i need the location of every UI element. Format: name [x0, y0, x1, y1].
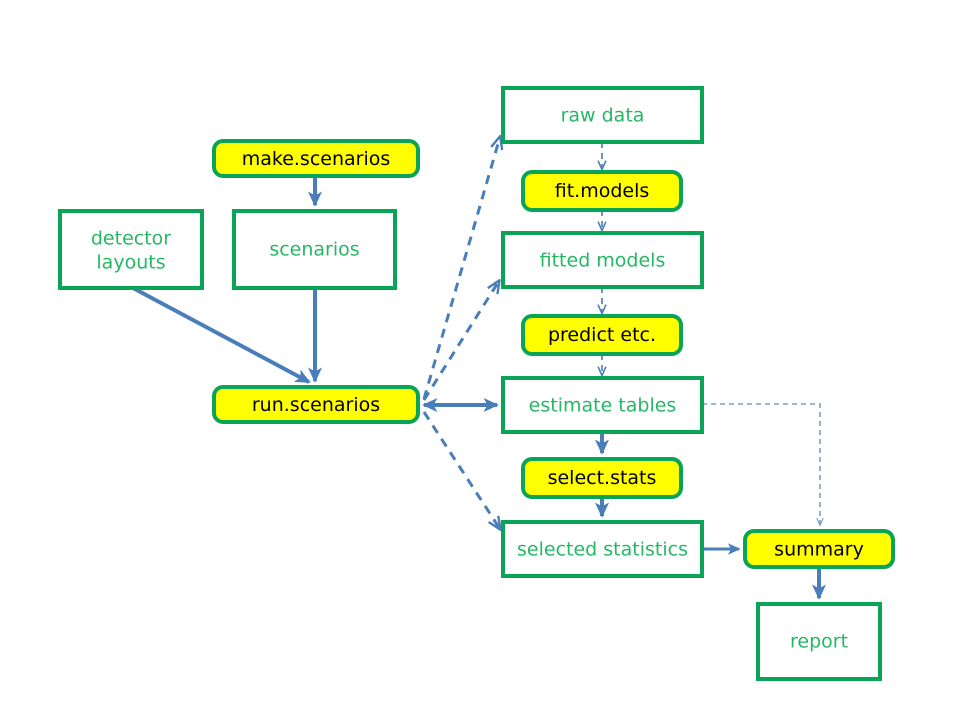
- node-make-scenarios[interactable]: make.scenarios: [212, 139, 420, 178]
- node-detector-layouts-label-line1: detector: [91, 228, 171, 250]
- node-estimate-tables[interactable]: estimate tables: [501, 376, 704, 434]
- edge-run-scenarios-to-selected-statistics: [422, 411, 500, 529]
- node-summary-label: summary: [774, 539, 864, 561]
- node-report[interactable]: report: [756, 602, 882, 681]
- node-select-stats-label: select.stats: [548, 467, 657, 489]
- node-fit-models-label: fit.models: [555, 180, 650, 202]
- edge-run-scenarios-to-fitted-models: [422, 281, 499, 401]
- edge-detector-layouts-to-run-scenarios: [132, 286, 311, 384]
- node-fitted-models-label: fitted models: [540, 250, 666, 272]
- edge-layer: raw data (dashed) --> fitted models (das…: [132, 137, 827, 600]
- node-fitted-models[interactable]: fitted models: [501, 231, 704, 289]
- node-detector-layouts[interactable]: detector layouts: [58, 209, 204, 290]
- node-scenarios[interactable]: scenarios: [232, 209, 397, 290]
- node-make-scenarios-label: make.scenarios: [242, 148, 391, 170]
- node-predict-etc[interactable]: predict etc.: [521, 314, 683, 356]
- node-predict-etc-label: predict etc.: [548, 324, 656, 346]
- node-detector-layouts-label-line2: layouts: [96, 252, 165, 274]
- node-selected-statistics-label: selected statistics: [517, 539, 688, 561]
- node-estimate-tables-label: estimate tables: [529, 395, 677, 417]
- node-selected-statistics[interactable]: selected statistics: [501, 520, 704, 578]
- node-run-scenarios[interactable]: run.scenarios: [212, 385, 420, 424]
- edge-run-scenarios-to-raw-data: [422, 137, 500, 400]
- node-scenarios-label: scenarios: [269, 239, 359, 261]
- node-report-label: report: [790, 631, 848, 653]
- node-run-scenarios-label: run.scenarios: [252, 394, 380, 416]
- node-raw-data-label: raw data: [561, 105, 645, 127]
- node-summary[interactable]: summary: [743, 529, 895, 569]
- node-select-stats[interactable]: select.stats: [521, 457, 683, 499]
- node-raw-data[interactable]: raw data: [501, 86, 704, 144]
- edge-estimate-tables-to-summary: [702, 403, 820, 525]
- node-layer: make.scenarios detector layouts scenario…: [58, 86, 895, 681]
- node-fit-models[interactable]: fit.models: [521, 170, 683, 212]
